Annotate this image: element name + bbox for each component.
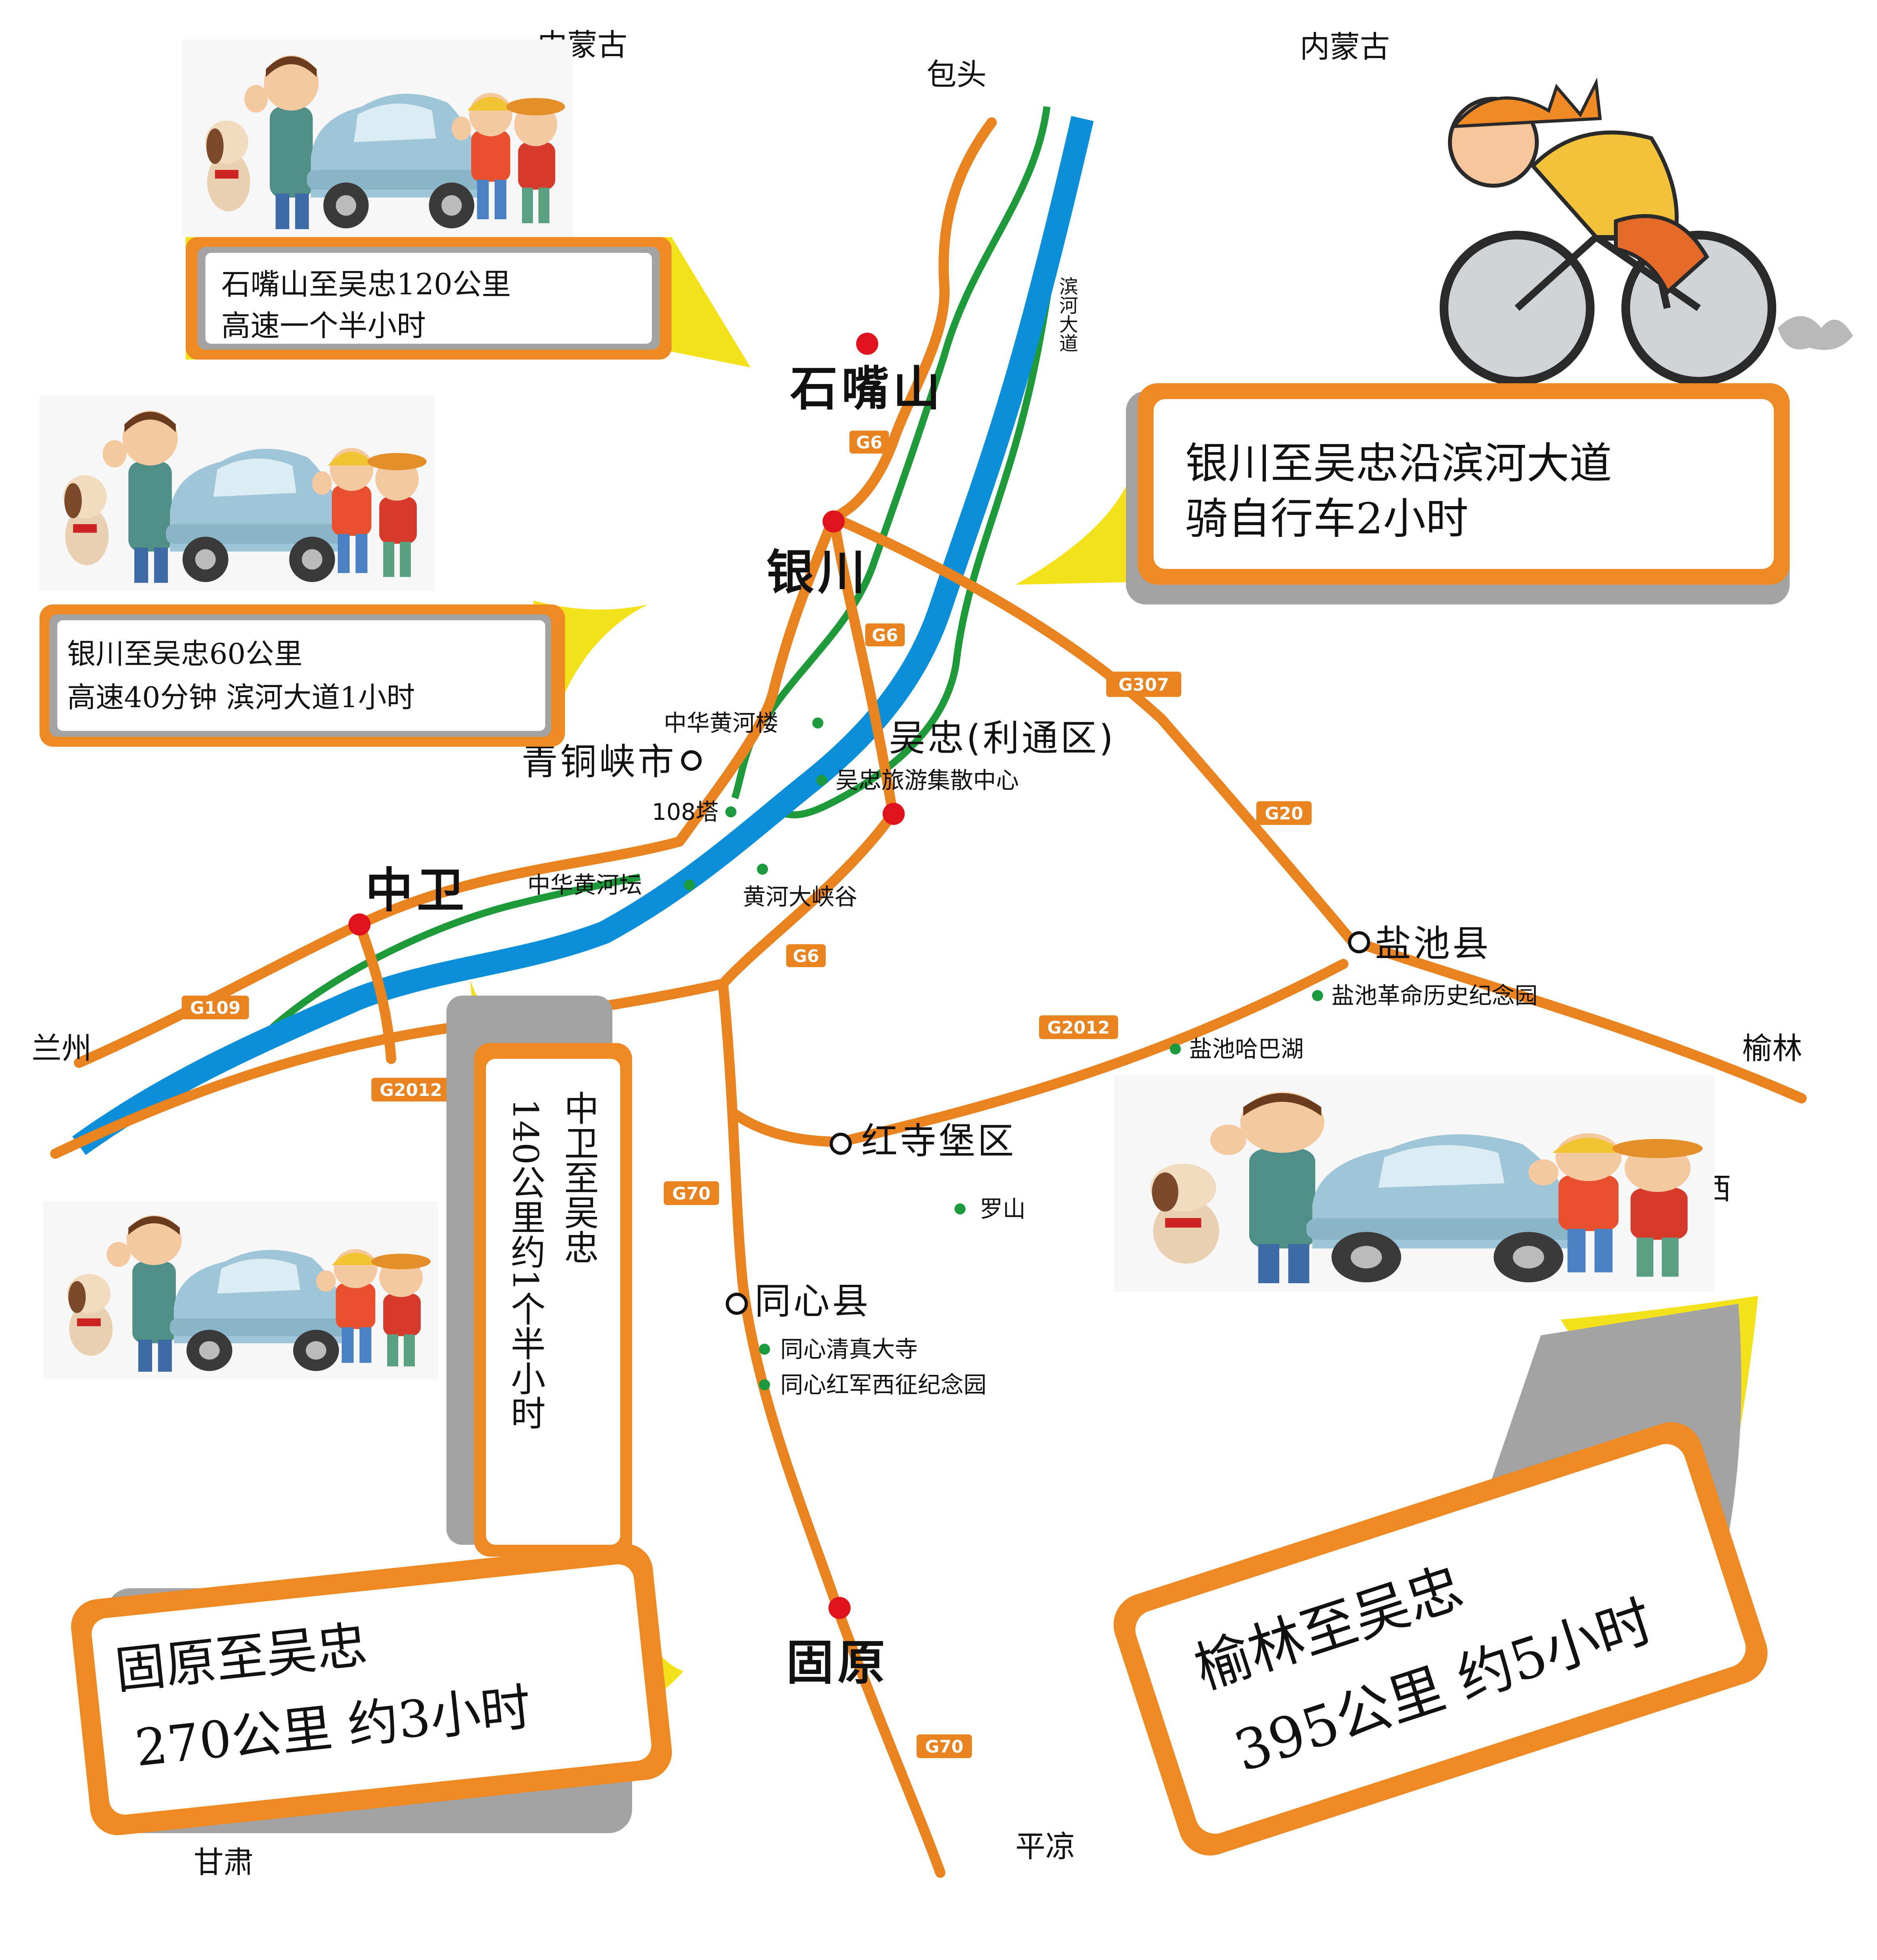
svg-text:G70: G70 xyxy=(925,1737,963,1757)
label-canyon: 黄河大峡谷 xyxy=(743,883,857,910)
badge-g70-a: G70 xyxy=(664,1181,719,1205)
svg-text:G6: G6 xyxy=(793,946,819,966)
badge-g6-c: G6 xyxy=(786,944,826,967)
callout-yulin: 榆林至吴忠 395公里 约5小时 xyxy=(1113,1296,1768,1856)
label-qingtongxia: 青铜峡市 xyxy=(521,741,676,783)
label-yanchi: 盐池县 xyxy=(1375,923,1491,965)
svg-text:中卫至吴忠: 中卫至吴忠 xyxy=(559,1090,599,1264)
badge-g6-b: G6 xyxy=(865,623,905,646)
svg-text:银川至吴忠60公里: 银川至吴忠60公里 xyxy=(67,637,303,670)
label-wuzhong: 吴忠(利通区) xyxy=(889,717,1116,759)
label-zhonghua-tower: 中华黄河楼 xyxy=(664,710,778,736)
badge-g2012-a: G2012 xyxy=(371,1078,450,1101)
label-tower-108: 108塔 xyxy=(652,798,719,825)
family-car-image-2 xyxy=(40,395,435,591)
badge-g2012-b: G2012 xyxy=(1039,1015,1118,1039)
svg-text:石嘴山至吴忠120公里: 石嘴山至吴忠120公里 xyxy=(221,267,511,301)
label-luoshan: 罗山 xyxy=(980,1196,1026,1222)
zhongwei-dot xyxy=(348,913,371,936)
svg-text:G109: G109 xyxy=(190,998,241,1018)
svg-text:G2012: G2012 xyxy=(1047,1018,1110,1038)
callout-guyuan: 固原至吴忠 270公里 约3小时 xyxy=(71,1544,683,1836)
label-red-army: 同心红军西征纪念园 xyxy=(780,1371,987,1398)
cyclist-illustration xyxy=(1440,77,1853,386)
hongsibao-circle xyxy=(830,1133,852,1155)
badge-g109: G109 xyxy=(182,996,249,1019)
callout-zhongwei: 中卫至吴忠 140公里约1个半小时 xyxy=(446,980,632,1557)
label-gansu: 甘肃 xyxy=(194,1845,254,1880)
badge-g70-b: G70 xyxy=(917,1734,972,1758)
label-yinchuan: 银川 xyxy=(766,545,869,600)
family-car-image-4 xyxy=(1114,1075,1715,1292)
qingtongxia-circle xyxy=(681,750,702,771)
label-yanchi-memorial: 盐池革命历史纪念园 xyxy=(1331,982,1538,1009)
label-tongxin: 同心县 xyxy=(755,1280,871,1322)
family-car-image-1 xyxy=(182,40,573,237)
label-pingliang: 平凉 xyxy=(1015,1829,1075,1864)
callout-shizuishan: 石嘴山至吴忠120公里 高速一个半小时 xyxy=(186,237,751,367)
label-tourism-center: 吴忠旅游集散中心 xyxy=(836,767,1019,794)
svg-text:银川至吴忠沿滨河大道: 银川至吴忠沿滨河大道 xyxy=(1185,439,1612,488)
svg-text:140公里约1个半小时: 140公里约1个半小时 xyxy=(505,1098,546,1430)
label-haba-lake: 盐池哈巴湖 xyxy=(1189,1036,1304,1062)
svg-text:骑自行车2小时: 骑自行车2小时 xyxy=(1185,494,1468,544)
svg-text:高速一个半小时: 高速一个半小时 xyxy=(221,309,426,343)
family-car-image-3 xyxy=(43,1201,439,1379)
label-hongsibao: 红寺堡区 xyxy=(861,1120,1016,1162)
label-shizuishan: 石嘴山 xyxy=(790,361,944,416)
label-zhongwei: 中卫 xyxy=(365,863,468,918)
svg-text:G6: G6 xyxy=(856,433,883,453)
guyuan-dot xyxy=(828,1597,851,1619)
poi-dots xyxy=(684,717,1323,1390)
label-zhonghua-altar: 中华黄河坛 xyxy=(527,872,642,898)
tongxin-circle xyxy=(726,1293,748,1315)
badge-g307: G307 xyxy=(1106,672,1181,697)
label-binhe-road: 滨河大道 xyxy=(1056,277,1078,352)
label-yulin: 榆林 xyxy=(1742,1031,1802,1066)
wuzhong-dot xyxy=(883,803,905,825)
badge-g6-a: G6 xyxy=(849,431,889,454)
highway-badges: G6 G6 G6 G307 G20 G109 G2012 G2012 G70 G… xyxy=(182,431,1312,1758)
callout-yinchuan: 银川至吴忠60公里 高速40分钟 滨河大道1小时 xyxy=(40,601,648,747)
label-mosque: 同心清真大寺 xyxy=(780,1336,918,1363)
label-inner-mongolia-right: 内蒙古 xyxy=(1300,29,1390,64)
county-circles xyxy=(681,750,1370,1315)
label-baotou: 包头 xyxy=(926,57,987,92)
svg-text:G20: G20 xyxy=(1265,804,1303,824)
yinchuan-dot xyxy=(823,510,845,533)
highway-network xyxy=(50,117,1807,1878)
major-city-dots xyxy=(348,333,905,1619)
yellow-river xyxy=(72,116,1094,1155)
badge-g20: G20 xyxy=(1256,801,1312,825)
label-guyuan: 固原 xyxy=(786,1636,889,1691)
svg-text:高速40分钟 滨河大道1小时: 高速40分钟 滨河大道1小时 xyxy=(67,681,415,714)
shizuishan-dot xyxy=(856,333,878,355)
callout-bike: 银川至吴忠沿滨河大道 骑自行车2小时 xyxy=(1015,383,1790,604)
svg-text:G2012: G2012 xyxy=(380,1080,442,1100)
svg-text:G70: G70 xyxy=(672,1184,710,1204)
svg-text:G6: G6 xyxy=(872,625,898,646)
svg-text:G307: G307 xyxy=(1118,675,1169,695)
yanchi-circle xyxy=(1348,931,1370,953)
label-lanzhou: 兰州 xyxy=(32,1031,92,1066)
